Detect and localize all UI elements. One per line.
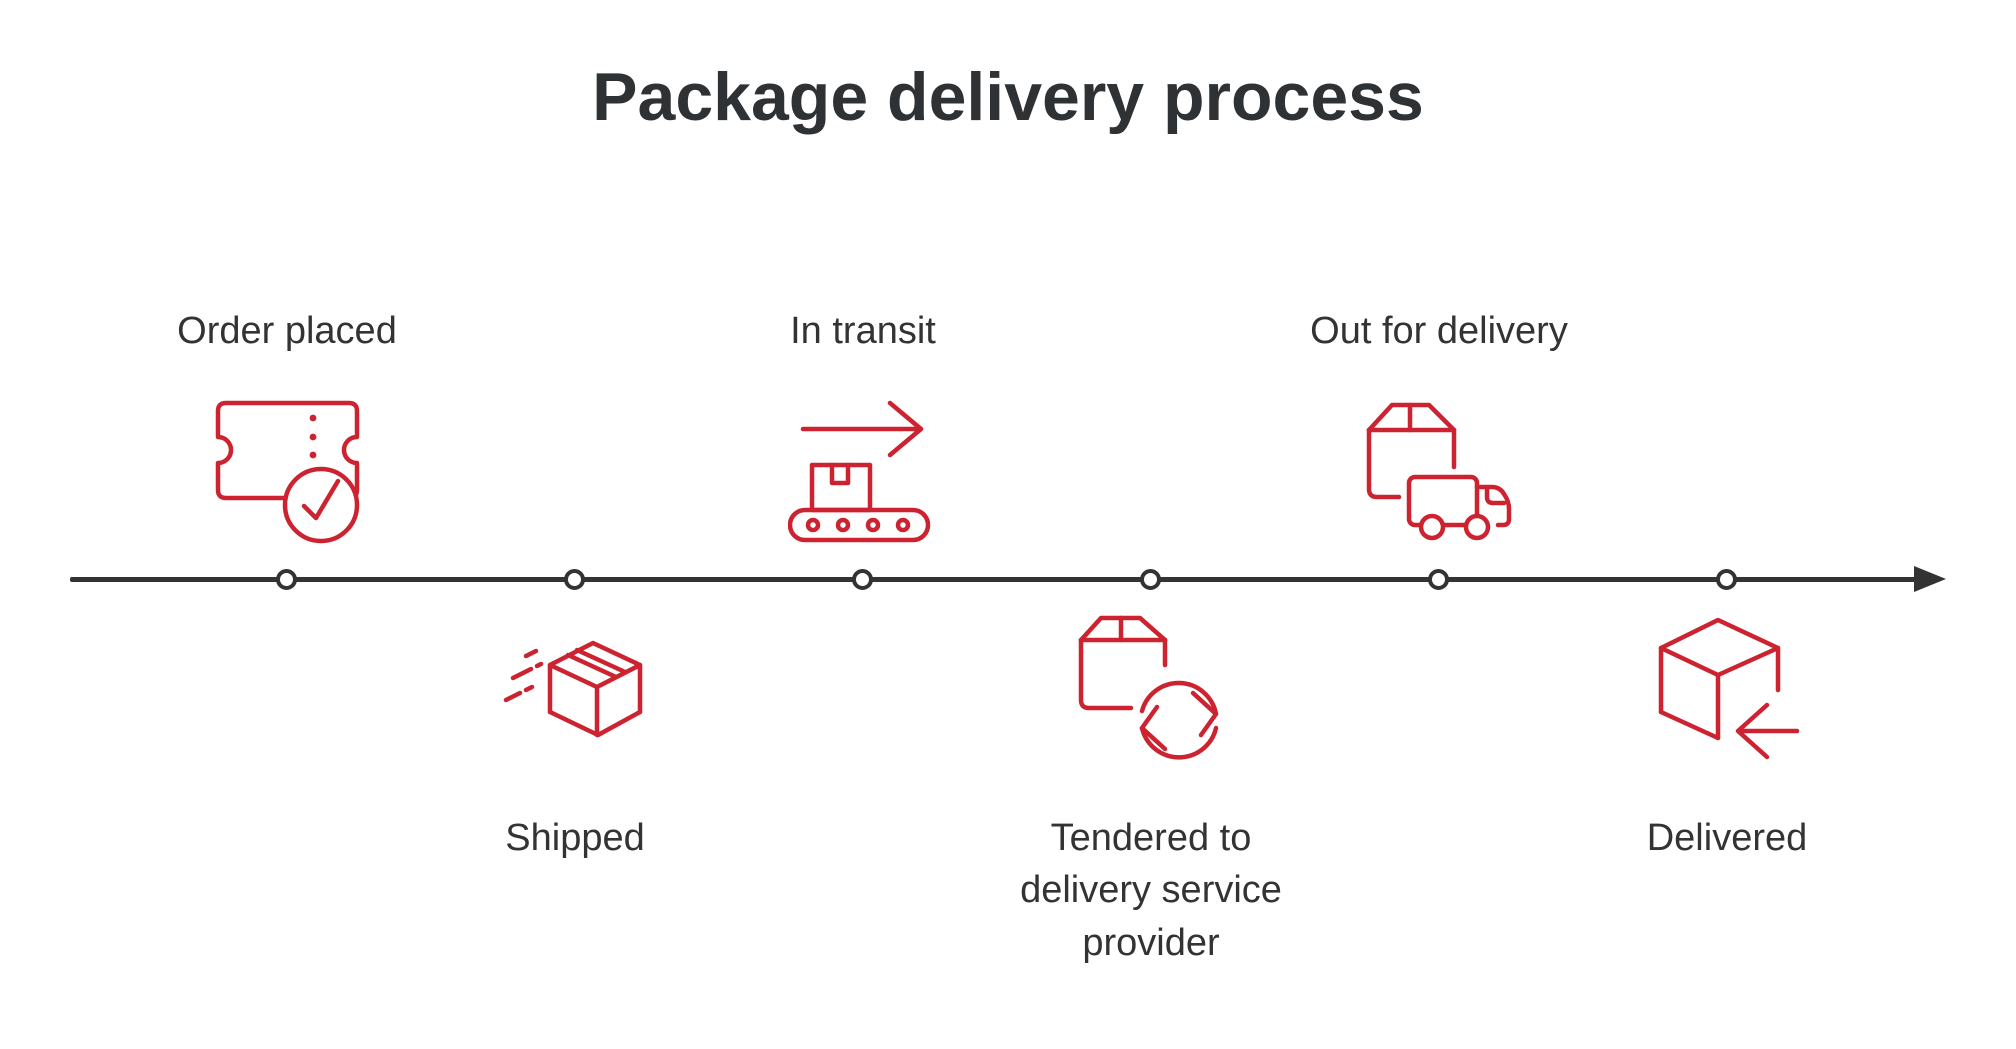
timeline-node	[564, 569, 585, 590]
box-speed-icon	[500, 633, 650, 783]
timeline-node	[1428, 569, 1449, 590]
conveyor-belt-arrow-icon	[787, 397, 938, 547]
stage-label: Shipped	[505, 817, 645, 859]
package-sync-icon	[1076, 613, 1226, 763]
stage-label: In transit	[790, 310, 936, 352]
stage-label: Tendered to delivery service provider	[1020, 817, 1282, 964]
ticket-check-icon	[210, 395, 360, 545]
timeline-node	[1140, 569, 1161, 590]
box-receive-arrow-icon	[1652, 613, 1802, 763]
timeline-line	[70, 577, 1922, 582]
package-truck-icon	[1364, 395, 1514, 545]
stage-label: Out for delivery	[1310, 310, 1568, 352]
page-title: Package delivery process	[592, 59, 1424, 135]
timeline-arrow-icon	[1914, 566, 1946, 592]
timeline-node	[852, 569, 873, 590]
timeline-node	[1716, 569, 1737, 590]
stage-label: Order placed	[177, 310, 397, 352]
stage-label: Delivered	[1646, 817, 1808, 859]
timeline-node	[276, 569, 297, 590]
